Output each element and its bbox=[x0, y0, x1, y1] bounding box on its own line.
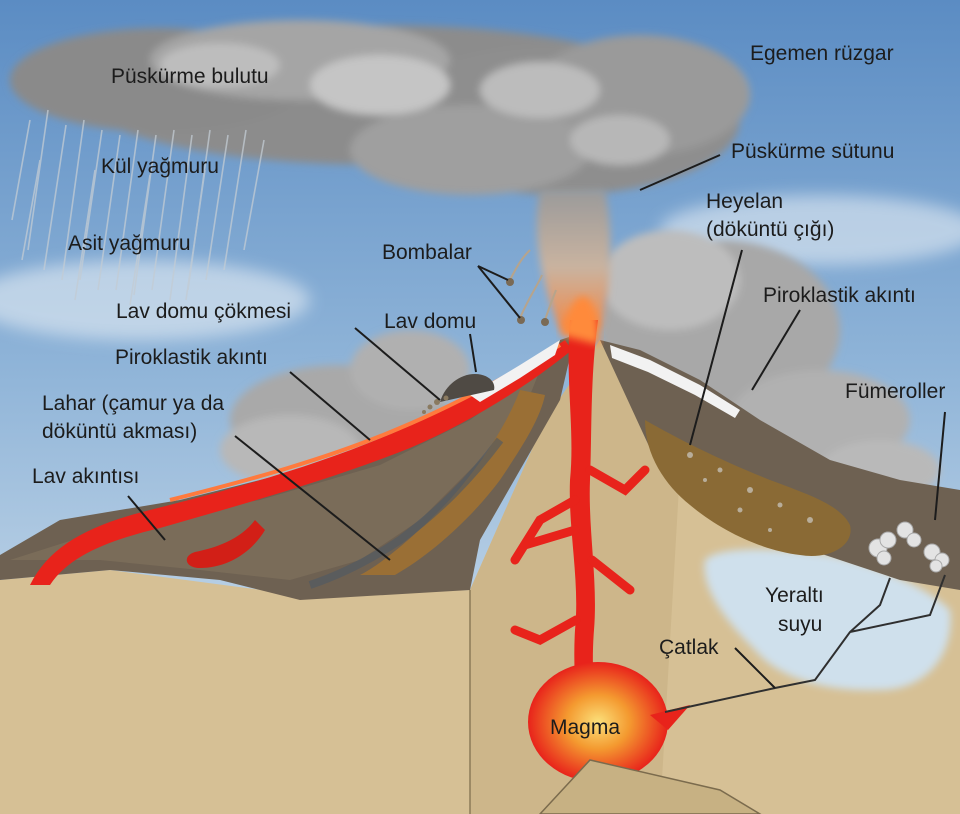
magma-dikes bbox=[510, 465, 650, 645]
leader-lines bbox=[127, 154, 946, 689]
label-groundwater: Yeraltı bbox=[765, 584, 824, 607]
label-prevailing-wind: Egemen rüzgar bbox=[750, 42, 894, 65]
label-magma: Magma bbox=[550, 716, 621, 739]
label-eruption-cloud: Püskürme bulutu bbox=[111, 65, 269, 88]
fumarole-puffs bbox=[868, 521, 950, 573]
lava-dome bbox=[440, 374, 495, 402]
label-acid-rain: Asit yağmuru bbox=[68, 232, 191, 255]
label-lahar-detail: döküntü akması) bbox=[42, 420, 198, 443]
label-fumaroles: Fümeroller bbox=[845, 380, 946, 403]
basement-block bbox=[538, 759, 762, 814]
landslide-rocks bbox=[687, 452, 813, 532]
label-landslide: Heyelan bbox=[706, 190, 784, 213]
groundwater-zone bbox=[704, 549, 951, 691]
label-pyroclastic-flow-left: Piroklastik akıntı bbox=[115, 346, 268, 369]
lava-flow-channel bbox=[30, 340, 572, 585]
label-ash-rain: Kül yağmuru bbox=[101, 155, 219, 178]
label-landslide-detail: (döküntü çığı) bbox=[706, 218, 835, 241]
label-bombs: Bombalar bbox=[382, 241, 472, 264]
crack-line bbox=[664, 574, 946, 713]
volcanic-bombs bbox=[506, 249, 557, 326]
label-crack: Çatlak bbox=[659, 636, 719, 659]
magma-conduit bbox=[568, 320, 598, 760]
magma-chamber-tail bbox=[650, 705, 690, 730]
label-eruption-column: Püskürme sütunu bbox=[731, 140, 895, 163]
right-flank bbox=[600, 340, 960, 590]
label-pyroclastic-flow-right: Piroklastik akıntı bbox=[763, 284, 916, 307]
snow-cap-right bbox=[610, 345, 740, 418]
label-lava-flow: Lav akıntısı bbox=[32, 465, 140, 488]
eruption-cloud bbox=[10, 20, 750, 195]
eruption-column bbox=[536, 190, 611, 330]
dome-collapse-debris bbox=[422, 395, 449, 414]
lahar-deposit bbox=[360, 390, 545, 575]
crater-glow bbox=[560, 296, 600, 345]
magma-chamber bbox=[528, 662, 668, 782]
label-lahar: Lahar (çamur ya da bbox=[42, 392, 225, 415]
label-groundwater-detail: suyu bbox=[778, 613, 823, 636]
lava-flow-lobe bbox=[186, 520, 265, 568]
lahar-channel-dark bbox=[308, 437, 504, 589]
ash-rain bbox=[11, 109, 265, 306]
label-lava-dome-collapse: Lav domu çökmesi bbox=[116, 300, 292, 323]
label-lava-dome: Lav domu bbox=[384, 310, 477, 333]
